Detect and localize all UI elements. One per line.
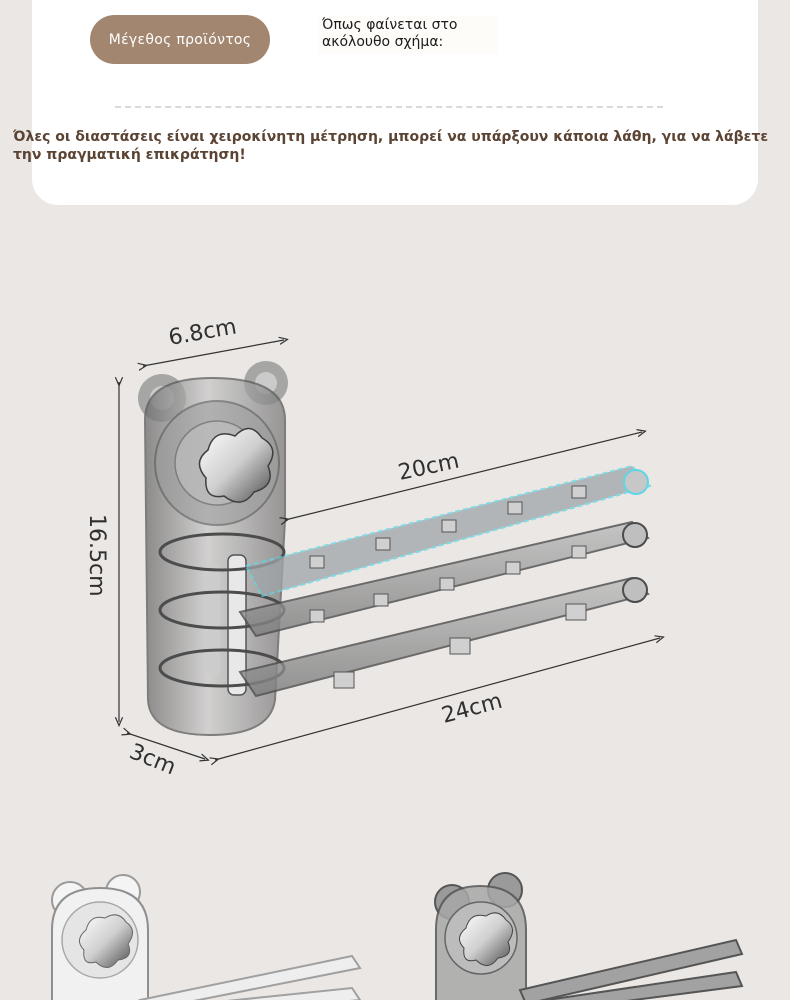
variant-clear-preview: [51, 874, 362, 1000]
depth-label: 3cm: [126, 739, 179, 780]
flower-knob-icon-small: [79, 914, 133, 968]
total-length-label: 24cm: [439, 689, 505, 729]
product-size-badge: Μέγεθος προϊόντος: [90, 15, 270, 64]
depth-dimension-line: [127, 733, 205, 759]
towel-rack-main: [138, 361, 652, 737]
flower-knob-icon: [198, 427, 274, 503]
dashed-divider: [115, 106, 663, 108]
arm-length-dimension-line: [285, 432, 642, 520]
caption-text: Όπως φαίνεται στο ακόλουθο σχήμα:: [318, 16, 498, 54]
flower-knob-icon-small-gray: [459, 912, 513, 966]
swivel-arm-bottom: [238, 576, 650, 698]
measurement-note: Όλες οι διαστάσεις είναι χειροκίνητη μέτ…: [13, 129, 769, 163]
dimension-lines: [119, 340, 660, 760]
height-label: 16.5cm: [84, 514, 109, 597]
width-dimension-line: [143, 340, 284, 366]
arm-length-label: 20cm: [396, 449, 461, 486]
width-label: 6.8cm: [167, 314, 239, 351]
variant-gray-preview: [434, 872, 744, 1000]
swivel-arm-middle: [238, 520, 650, 638]
total-length-dimension-line: [215, 638, 660, 760]
